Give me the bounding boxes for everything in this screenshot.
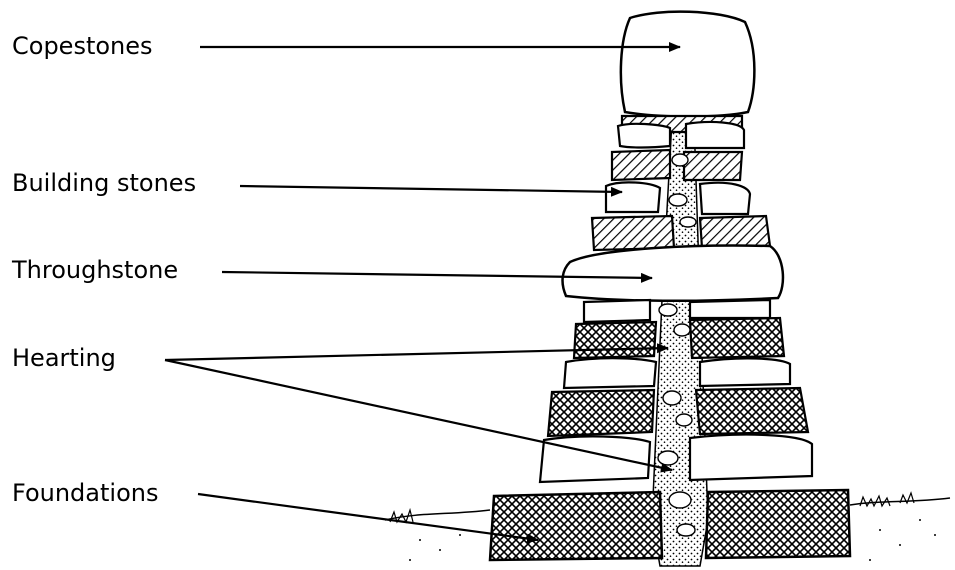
label-foundations: Foundations — [12, 481, 158, 505]
label-building-stones: Building stones — [12, 171, 196, 195]
arrow-foundations — [198, 494, 538, 540]
arrow-building-stones — [240, 186, 622, 192]
copestone-shape — [621, 12, 755, 117]
label-throughstone: Throughstone — [12, 258, 178, 282]
label-copestones: Copestones — [12, 34, 153, 58]
throughstone-shape — [563, 246, 783, 301]
label-hearting: Hearting — [12, 346, 116, 370]
